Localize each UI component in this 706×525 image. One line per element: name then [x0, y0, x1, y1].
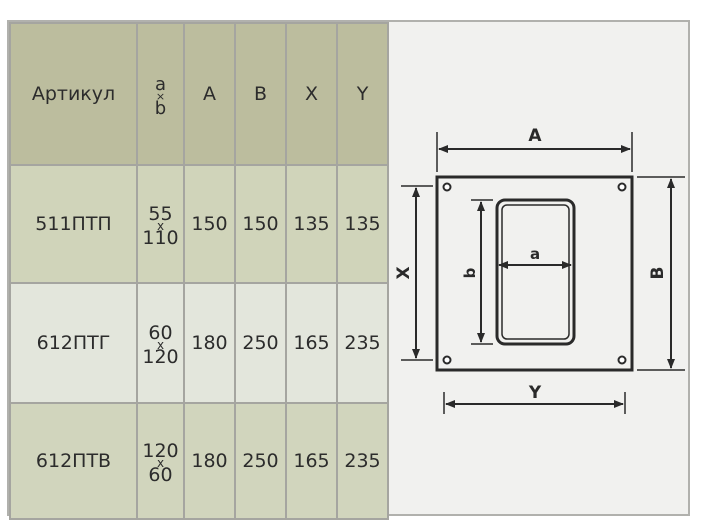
- cell-size-x: x: [156, 455, 165, 470]
- mounting-hole: [442, 355, 452, 365]
- mounting-hole: [442, 182, 452, 192]
- cell-A: 180: [183, 282, 236, 404]
- label-a: a: [530, 245, 540, 263]
- header-size-a: a: [154, 73, 167, 95]
- cell-Y: 135: [336, 164, 389, 284]
- dimension-drawing-svg: A Y a B X b: [394, 126, 685, 414]
- cell-B: 250: [234, 282, 287, 404]
- cell-size: 120 x 60: [136, 402, 185, 520]
- cell-X: 165: [285, 282, 338, 404]
- cell-size-bottom: 120: [142, 345, 179, 368]
- table-row: 612ПТВ 120 x 60 180 250 165 235: [9, 402, 389, 520]
- cell-Y: 235: [336, 282, 389, 404]
- cell-B: 250: [234, 402, 287, 520]
- header-B: B: [234, 22, 287, 166]
- opening-outline: [495, 198, 576, 346]
- mounting-hole: [617, 355, 627, 365]
- cell-size-top: 60: [148, 321, 173, 344]
- label-B: B: [648, 267, 668, 280]
- spec-table: Артикул a × b A B X Y 511ПТП 55 x 110 15…: [9, 22, 389, 520]
- cell-size-x: x: [156, 218, 165, 233]
- label-b: b: [461, 267, 479, 278]
- mounting-hole: [617, 182, 627, 192]
- table-header-row: Артикул a × b A B X Y: [9, 22, 389, 166]
- cell-article: 612ПТГ: [9, 282, 138, 404]
- cell-size-top: 55: [148, 202, 173, 225]
- header-X: X: [285, 22, 338, 166]
- cell-size-x: x: [156, 337, 165, 352]
- header-Y: Y: [336, 22, 389, 166]
- cell-A: 180: [183, 402, 236, 520]
- cell-article: 612ПТВ: [9, 402, 138, 520]
- cell-size: 60 x 120: [136, 282, 185, 404]
- label-A: A: [528, 126, 542, 146]
- header-size: a × b: [136, 22, 185, 166]
- cell-size-top: 120: [142, 439, 179, 462]
- header-size-b: b: [154, 97, 167, 119]
- dimension-drawing: A Y a B X b: [389, 22, 688, 514]
- plate-outline: [435, 175, 634, 372]
- label-Y: Y: [528, 383, 542, 403]
- cell-size-bottom: 110: [142, 226, 179, 249]
- cell-Y: 235: [336, 402, 389, 520]
- header-size-x: ×: [155, 89, 166, 103]
- cell-size-bottom: 60: [148, 463, 173, 486]
- table-row: 612ПТГ 60 x 120 180 250 165 235: [9, 282, 389, 404]
- cell-A: 150: [183, 164, 236, 284]
- cell-B: 150: [234, 164, 287, 284]
- table-row: 511ПТП 55 x 110 150 150 135 135: [9, 164, 389, 284]
- cell-size: 55 x 110: [136, 164, 185, 284]
- header-A: A: [183, 22, 236, 166]
- label-X: X: [394, 266, 414, 279]
- cell-X: 135: [285, 164, 338, 284]
- cell-article: 511ПТП: [9, 164, 138, 284]
- cell-X: 165: [285, 402, 338, 520]
- header-article: Артикул: [9, 22, 138, 166]
- opening-inner-outline: [501, 204, 570, 340]
